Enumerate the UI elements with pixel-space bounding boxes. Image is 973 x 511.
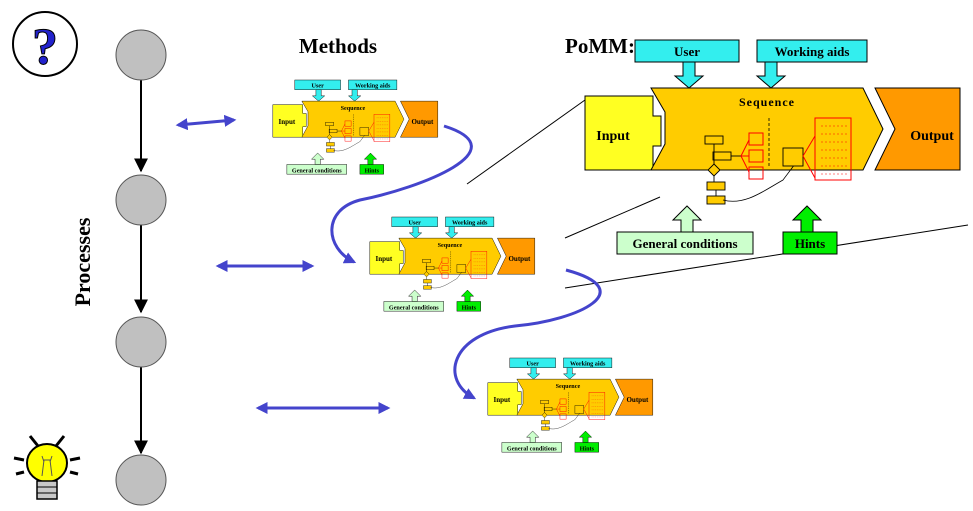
svg-text:Sequence: Sequence: [438, 243, 463, 249]
process-node-4[interactable]: [115, 454, 167, 506]
svg-text:Working aids: Working aids: [570, 361, 606, 367]
svg-text:General conditions: General conditions: [632, 236, 737, 251]
svg-text:Working aids: Working aids: [775, 44, 850, 59]
svg-text:Output: Output: [508, 255, 531, 263]
process-node-2[interactable]: [115, 174, 167, 226]
process-node-1[interactable]: [115, 29, 167, 81]
pomm-module-large[interactable]: User Working aids Input Sequence Output …: [584, 39, 961, 255]
svg-text:Input: Input: [596, 129, 630, 144]
process-node-3[interactable]: [115, 316, 167, 368]
svg-text:General conditions: General conditions: [389, 305, 439, 311]
question-circle-icon: ?: [12, 11, 78, 77]
lightbulb-icon: [13, 435, 81, 500]
svg-text:Hints: Hints: [365, 168, 380, 174]
method-module-2[interactable]: User Working aids Input Sequence Output …: [369, 216, 536, 311]
method-module-3[interactable]: User Working aids Input Sequence Output …: [487, 357, 654, 452]
svg-text:Hints: Hints: [795, 236, 825, 251]
svg-text:Output: Output: [626, 396, 649, 404]
svg-text:Sequence: Sequence: [556, 384, 581, 390]
svg-text:Input: Input: [278, 118, 295, 126]
method-module-1[interactable]: User Working aids Input Sequence Output …: [272, 79, 439, 174]
flow-arrow-1: [330, 124, 473, 264]
flow-arrow-2: [453, 268, 602, 400]
svg-text:Working aids: Working aids: [355, 83, 391, 89]
svg-text:General conditions: General conditions: [507, 446, 557, 452]
svg-text:Input: Input: [375, 255, 392, 263]
pomm-title: PoMM:: [565, 34, 635, 58]
processes-label: Processes: [70, 217, 95, 306]
svg-text:?: ?: [32, 19, 58, 76]
svg-text:Sequence: Sequence: [341, 106, 366, 112]
svg-text:Input: Input: [493, 396, 510, 404]
process-method-links: [175, 114, 391, 414]
svg-text:Output: Output: [910, 129, 954, 144]
svg-text:User: User: [312, 83, 325, 89]
svg-text:Hints: Hints: [462, 305, 477, 311]
methods-title: Methods: [299, 34, 377, 58]
svg-text:User: User: [674, 44, 700, 59]
svg-text:Sequence: Sequence: [739, 95, 795, 109]
svg-text:General conditions: General conditions: [292, 168, 342, 174]
svg-text:User: User: [409, 220, 422, 226]
method-flow-arrows: [330, 124, 602, 400]
svg-text:Working aids: Working aids: [452, 220, 488, 226]
link-arrow-1: [175, 114, 237, 131]
svg-text:Hints: Hints: [580, 446, 595, 452]
svg-text:Output: Output: [411, 118, 434, 126]
process-column: [115, 29, 167, 506]
svg-text:User: User: [527, 361, 540, 367]
zoom-lines: [466, 99, 969, 289]
